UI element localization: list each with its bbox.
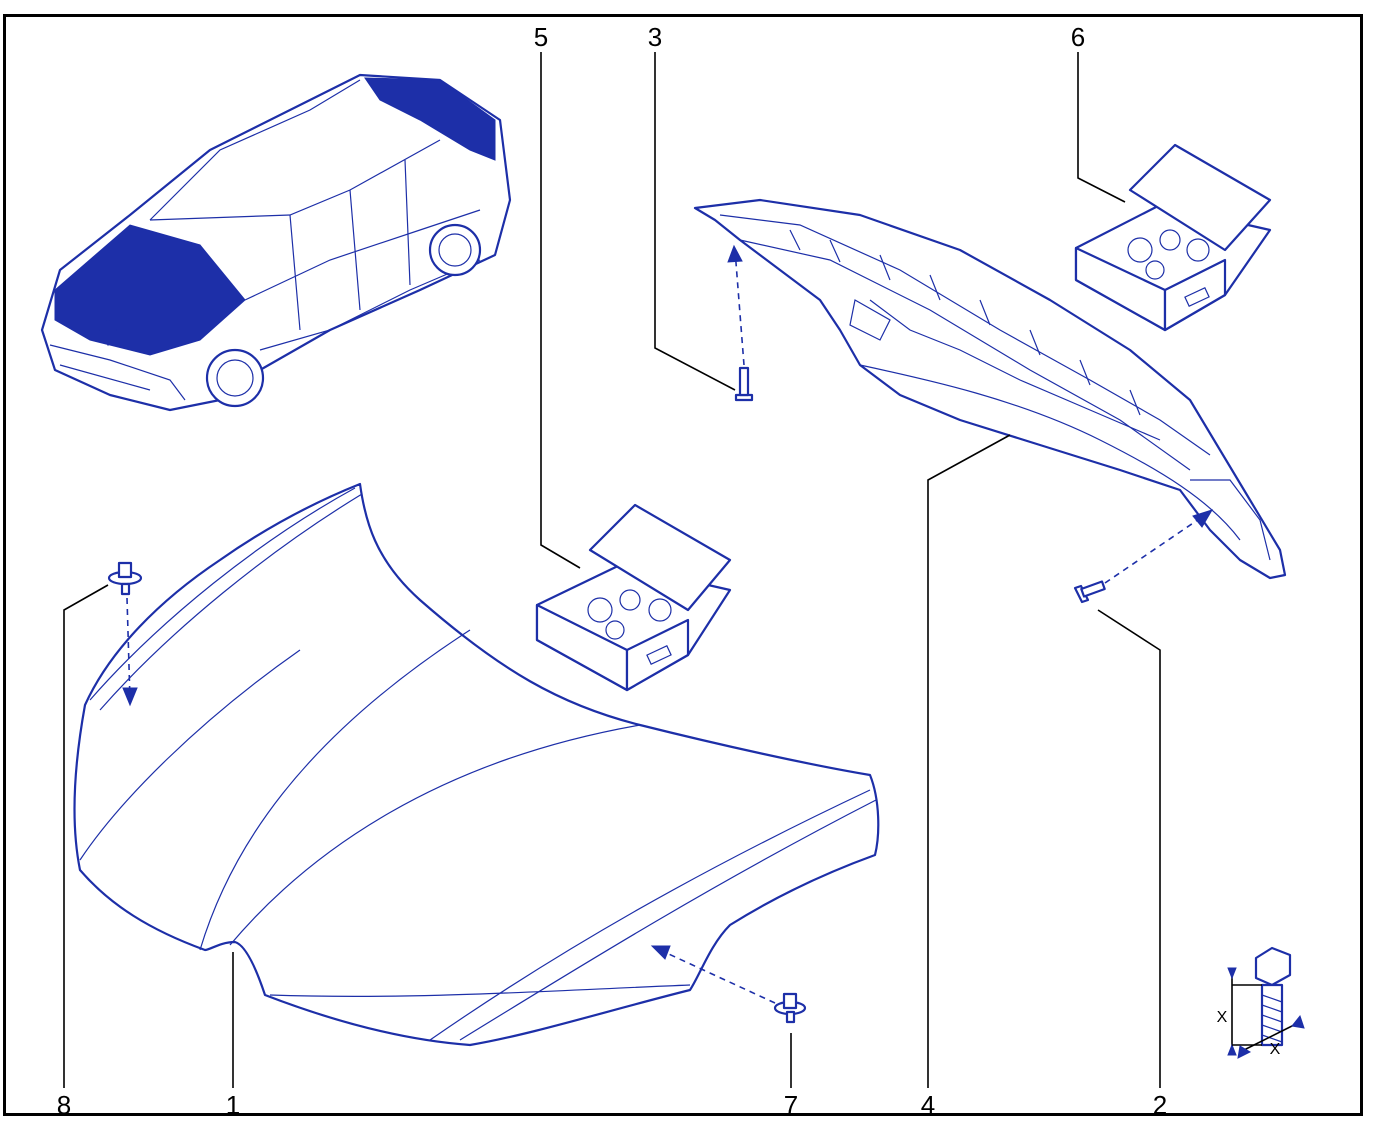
direction-arrow — [734, 249, 745, 366]
clip-8 — [107, 561, 143, 596]
callout-6: 6 — [1070, 22, 1086, 52]
arrow-head — [727, 244, 743, 263]
arrow-head — [650, 945, 671, 960]
callout-5: 5 — [533, 22, 549, 52]
torque-symbol — [1227, 946, 1305, 1059]
torque-y-label: X — [1216, 1009, 1228, 1026]
callout-2: 2 — [1152, 1090, 1168, 1120]
screw-3 — [734, 366, 754, 402]
callout-7: 7 — [783, 1090, 799, 1120]
callout-4: 4 — [920, 1090, 936, 1120]
arrow-head — [122, 687, 138, 707]
callout-1: 1 — [225, 1090, 241, 1120]
leader-lines — [63, 52, 1161, 1088]
callout-8: 8 — [56, 1090, 72, 1120]
arrow-head — [1192, 509, 1214, 528]
clip-7 — [773, 992, 807, 1024]
direction-arrow — [1104, 514, 1206, 584]
diagram-frame — [3, 14, 1363, 1116]
callout-3: 3 — [647, 22, 663, 52]
fixing-kit-box — [1074, 143, 1272, 332]
bonnet-panel — [73, 482, 880, 1047]
torque-x-label: X — [1269, 1041, 1281, 1058]
vehicle-thumbnail — [40, 73, 512, 412]
trim-assembly — [693, 198, 1287, 580]
screw-2 — [1073, 580, 1106, 604]
fixing-kit-box — [535, 503, 732, 692]
